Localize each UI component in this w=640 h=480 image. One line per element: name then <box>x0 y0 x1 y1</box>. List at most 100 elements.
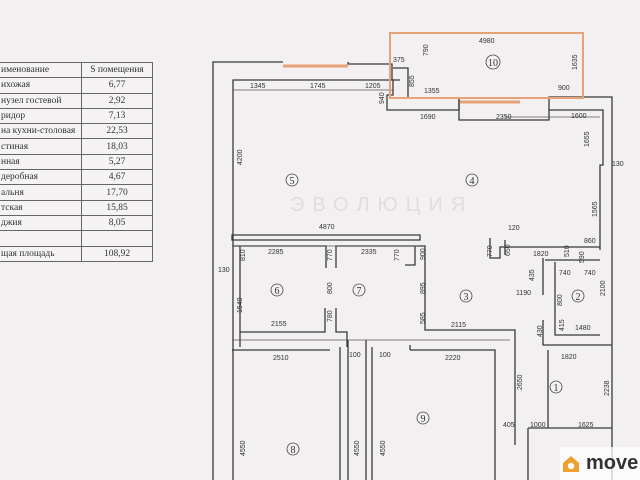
dimension-label: 2285 <box>268 249 284 256</box>
room-area: 4,67 <box>81 169 153 186</box>
room-7-label: 7 <box>357 286 362 297</box>
dimension-label: 2155 <box>271 321 287 328</box>
dimension-label: 4200 <box>237 149 244 165</box>
room-6-label: 6 <box>275 286 280 297</box>
dimension-label: 1190 <box>516 290 531 297</box>
move-logo: move <box>560 447 640 480</box>
dimension-label: 405 <box>503 422 515 429</box>
room-name: альня <box>0 184 82 201</box>
dimension-label: 740 <box>584 270 596 277</box>
room-8-marker <box>286 442 300 456</box>
dimension-label: 800 <box>327 282 334 294</box>
dimension-label: 4870 <box>319 224 335 231</box>
room-area: 18,03 <box>81 138 153 155</box>
dimension-label: 2510 <box>273 355 289 362</box>
dimension-label: 1655 <box>584 131 591 147</box>
dimension-label: 100 <box>379 352 391 359</box>
dimension-label: 1625 <box>578 422 594 429</box>
room-name: нузел гостевой <box>0 92 82 109</box>
dimension-label: 860 <box>584 238 596 245</box>
room-8-label: 8 <box>291 445 296 456</box>
header-name: именование <box>0 61 82 79</box>
house-icon <box>563 455 579 472</box>
dimension-label: 2238 <box>604 380 611 396</box>
dimension-label: 940 <box>379 92 386 104</box>
room-5-marker <box>285 173 299 187</box>
room-10-marker <box>485 54 501 70</box>
dimension-label: 1480 <box>575 325 591 332</box>
dimension-label: 1205 <box>365 83 381 90</box>
dimension-label: 1600 <box>571 113 587 120</box>
dimension-label: 740 <box>559 270 571 277</box>
room-1-marker <box>549 380 563 394</box>
room-name: стиная <box>0 138 82 155</box>
dimension-label: 2650 <box>517 374 524 390</box>
room-9-marker <box>416 411 430 425</box>
dimension-label: 1565 <box>592 201 599 217</box>
room-area: 8,05 <box>81 214 153 232</box>
room-name: джия <box>0 214 82 232</box>
dimension-label: 375 <box>393 57 405 64</box>
dimension-label: 1355 <box>424 88 440 95</box>
dimension-label: 1000 <box>530 422 546 429</box>
dimension-label: 4550 <box>240 440 247 456</box>
room-10-label: 10 <box>488 58 498 69</box>
dimension-label: 435 <box>529 269 536 281</box>
room-7-marker <box>352 283 366 297</box>
room-name: нная <box>0 153 82 171</box>
header-area: S помещения <box>81 61 153 79</box>
dimension-label: 4980 <box>479 38 495 45</box>
dimension-label: 2115 <box>451 322 466 329</box>
dimension-label: 100 <box>349 352 361 359</box>
dimension-label: 895 <box>420 282 427 294</box>
room-3-marker <box>459 289 473 303</box>
room-area: 2,92 <box>81 92 153 109</box>
watermark: ЭВОЛЮЦИЯ <box>290 194 474 216</box>
dimension-label: 770 <box>327 249 334 261</box>
dimension-label: 1745 <box>310 83 326 90</box>
room-area: 15,85 <box>81 199 153 216</box>
dimension-label: 1345 <box>250 83 266 90</box>
room-5-label: 5 <box>290 176 295 187</box>
dimension-label: 585 <box>420 312 427 324</box>
dimension-label: 1635 <box>572 54 579 70</box>
dimension-label: 4550 <box>354 440 361 456</box>
dimension-label: 2335 <box>361 249 377 256</box>
dimension-label: 1820 <box>561 354 577 361</box>
dimension-label: 2100 <box>600 280 607 296</box>
dimension-label: 510 <box>564 245 571 257</box>
dimension-label: 430 <box>537 325 544 337</box>
room-name: ридор <box>0 107 82 125</box>
dimension-label: 1540 <box>237 297 244 313</box>
room-6-marker <box>270 283 284 297</box>
dimension-labels: 4980 790 1635 375 1345 1745 1205 940 855… <box>218 38 624 456</box>
room-area: 5,27 <box>81 153 153 171</box>
dimension-label: 120 <box>508 225 520 232</box>
room-3-label: 3 <box>464 292 469 303</box>
dimension-label: 4550 <box>380 440 387 456</box>
room-name: ихожая <box>0 77 82 94</box>
dimension-label: 900 <box>558 85 570 92</box>
dimension-label: 855 <box>409 75 416 87</box>
room-4-label: 4 <box>470 176 475 187</box>
room-labels: 1 2 3 4 5 6 7 8 9 10 <box>270 54 585 456</box>
table-row-empty <box>0 230 153 247</box>
dimension-label: 590 <box>579 251 586 263</box>
room-name: тская <box>0 199 82 216</box>
dimension-label: 900 <box>420 248 427 260</box>
dimension-label: 770 <box>487 245 494 257</box>
dimension-label: 780 <box>327 310 334 322</box>
